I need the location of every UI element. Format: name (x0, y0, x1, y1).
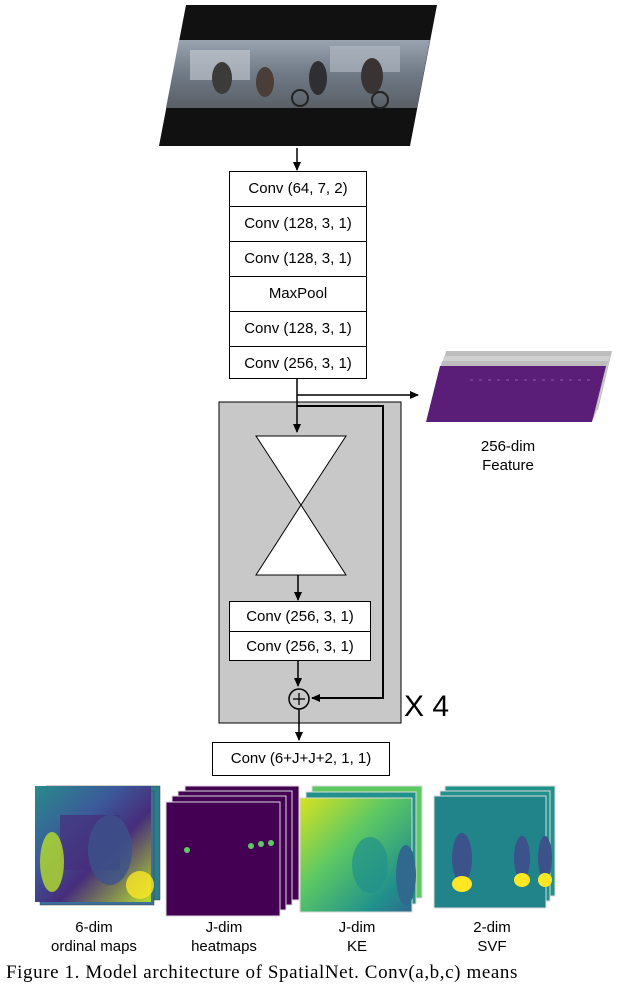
skip-connection-arrow (297, 405, 384, 702)
feature-map-stack (426, 351, 612, 422)
heatmaps-stack (165, 785, 300, 917)
stem-block-6: Conv (256, 3, 1) (244, 355, 352, 372)
output-label-svf-line2: SVF (477, 938, 507, 955)
output-label-ke-line1: J-dim (338, 919, 376, 936)
stem-block-5: Conv (128, 3, 1) (230, 312, 366, 347)
output-label-heatmaps: J-dim heatmaps (166, 918, 282, 956)
output-label-heatmaps-line1: J-dim (205, 919, 243, 936)
stem-block-2: Conv (128, 3, 1) (230, 207, 366, 242)
stem-conv-stack: Conv (64, 7, 2) Conv (128, 3, 1) Conv (1… (229, 171, 367, 379)
output-label-heatmaps-line2: heatmaps (191, 938, 257, 955)
output-label-ke: J-dim KE (302, 918, 412, 956)
elementwise-sum-icon (288, 688, 310, 710)
hourglass-shape (255, 435, 347, 576)
hourglass-conv-stack: Conv (256, 3, 1) Conv (256, 3, 1) (229, 601, 371, 661)
output-label-ordinal-line1: 6-dim (75, 919, 113, 936)
feature-label-line1: 256-dim (480, 438, 536, 455)
final-conv-block: Conv (6+J+J+2, 1, 1) (212, 742, 390, 776)
hourglass-block-1: Conv (256, 3, 1) (230, 602, 370, 632)
repeat-label: X 4 (404, 690, 450, 723)
feature-label-line2: Feature (482, 457, 534, 474)
output-label-ke-line2: KE (346, 938, 367, 955)
output-label-ordinal: 6-dim ordinal maps (30, 918, 158, 956)
hourglass-block-2: Conv (256, 3, 1) (246, 638, 354, 655)
svf-stack (433, 785, 556, 909)
output-label-ordinal-line2: ordinal maps (51, 938, 137, 955)
ke-stack (299, 785, 423, 913)
figure-caption: Figure 1. Model architecture of SpatialN… (6, 962, 518, 983)
input-image (159, 5, 437, 146)
stem-block-3: Conv (128, 3, 1) (230, 242, 366, 277)
output-label-svf: 2-dim SVF (436, 918, 548, 956)
stem-block-1: Conv (64, 7, 2) (230, 172, 366, 207)
ordinal-maps-stack (35, 785, 161, 906)
stem-block-4: MaxPool (230, 277, 366, 312)
feature-label: 256-dim Feature (438, 437, 578, 475)
output-label-svf-line1: 2-dim (473, 919, 511, 936)
